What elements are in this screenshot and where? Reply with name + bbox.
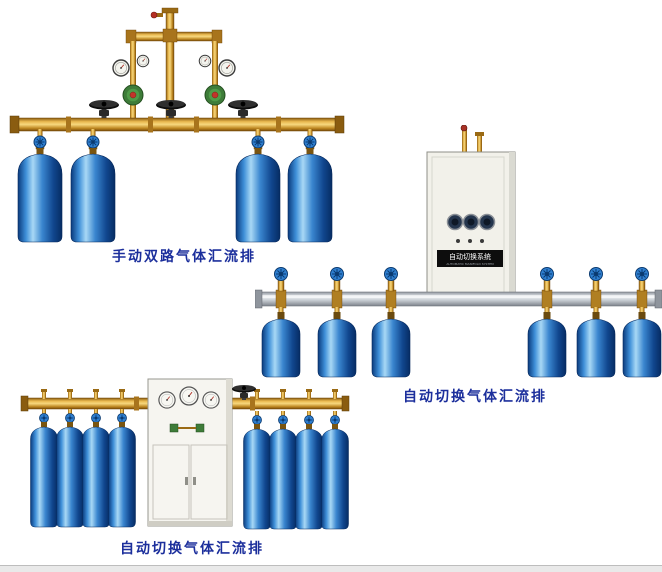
gas-cylinder — [296, 411, 323, 529]
gas-cylinder — [322, 411, 349, 529]
gas-cylinder — [528, 307, 566, 377]
cylinder-valve — [275, 268, 288, 309]
control-cabinet: 自动切换系统 AUTOMATIC MANIFOLD SYSTEM — [426, 124, 516, 302]
manual-dual-manifold-illustration — [9, 7, 345, 246]
auto-switch-cabinet-illustration — [20, 378, 350, 535]
shutoff-valve — [228, 100, 258, 118]
cylinder-valve — [541, 268, 554, 309]
manifold-pipe — [254, 289, 662, 309]
auto-switch-wall-illustration: 自动切换系统 AUTOMATIC MANIFOLD SYSTEM — [254, 124, 662, 383]
shutoff-valve — [156, 100, 186, 118]
bottom-edge — [0, 565, 662, 572]
gas-cylinder — [318, 307, 356, 377]
pressure-gauge — [136, 54, 150, 68]
header-bar — [125, 28, 223, 44]
outlet-riser — [150, 7, 179, 119]
figure-auto-switch-wall: 自动切换系统 AUTOMATIC MANIFOLD SYSTEM — [254, 124, 662, 387]
pressure-gauge — [218, 59, 236, 77]
gas-cylinder — [31, 409, 58, 527]
gas-cylinder — [244, 411, 271, 529]
gas-cylinder — [623, 307, 661, 377]
gas-cylinder — [372, 307, 410, 377]
pressure-gauge — [198, 54, 212, 68]
pressure-gauge — [202, 391, 220, 409]
pressure-gauge — [158, 391, 176, 409]
gas-cylinder — [270, 411, 297, 529]
manifold-pipe — [9, 115, 345, 134]
figure-caption: 手动双路气体汇流排 — [112, 249, 256, 265]
cylinder-valve — [385, 268, 398, 309]
panel-valves — [169, 423, 205, 433]
control-cabinet — [147, 378, 233, 527]
gas-cylinder — [262, 307, 300, 377]
gas-cylinder — [18, 129, 62, 242]
figure-caption: 自动切换气体汇流排 — [120, 541, 264, 557]
figure-caption: 自动切换气体汇流排 — [403, 389, 547, 405]
panel-gauge — [478, 213, 496, 231]
panel-gauge — [462, 213, 480, 231]
panel-gauge — [446, 213, 464, 231]
gas-cylinder — [57, 409, 84, 527]
gas-cylinder — [577, 307, 615, 377]
pressure-gauge — [179, 386, 199, 406]
cabinet-label-cn: 自动切换系统 — [449, 252, 491, 261]
shutoff-valve — [89, 100, 119, 118]
cylinder-valve — [590, 268, 603, 309]
cabinet-label-en: AUTOMATIC MANIFOLD SYSTEM — [446, 262, 494, 266]
pipe-fittings — [41, 389, 338, 399]
cabinet-doors — [152, 444, 228, 520]
regulator-left — [112, 41, 150, 118]
pressure-gauge — [112, 59, 130, 77]
panel-nameplate: 自动切换系统 AUTOMATIC MANIFOLD SYSTEM — [437, 250, 503, 267]
figure-auto-switch-cabinet — [20, 377, 350, 539]
cylinder-valve — [636, 268, 649, 309]
regulator-right — [198, 41, 236, 118]
gas-cylinder — [109, 409, 136, 527]
figure-manual-dual-manifold — [8, 6, 348, 250]
cylinder-valve — [331, 268, 344, 309]
status-lights — [456, 239, 484, 243]
gas-cylinder — [83, 409, 110, 527]
gas-cylinder — [71, 129, 115, 242]
